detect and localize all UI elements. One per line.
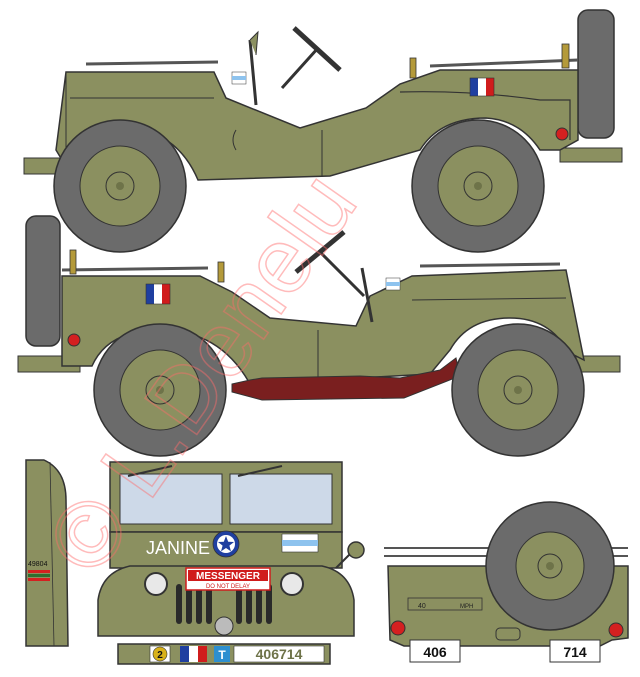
jeep-front-view: JANINE MESSENG — [97, 461, 365, 665]
rear-wheel-middle — [93, 323, 227, 457]
french-flag-bumper — [180, 646, 207, 662]
side-panel-ribbon — [28, 570, 50, 581]
speed-unit: MPH — [460, 604, 473, 610]
front-rail-middle — [419, 262, 561, 268]
rear-plate-left: 406 — [423, 644, 447, 660]
blue-pennant-top — [231, 71, 247, 85]
messenger-sign: MESSENGER DO NOT DELAY — [185, 567, 271, 591]
front-wheel-middle — [451, 323, 585, 457]
rear-wheel-top — [411, 119, 545, 253]
windshield-glass-left — [119, 473, 223, 525]
wiper-right — [237, 465, 283, 477]
speed-value: 40 — [418, 603, 426, 610]
rear-plate-left-bg — [409, 639, 461, 663]
speed-plate — [407, 597, 483, 611]
rear-rail-middle — [61, 266, 209, 272]
taillight-rear-right — [608, 622, 624, 638]
rear-rail-post-1 — [409, 57, 417, 79]
jeep-left-side-view — [23, 9, 623, 253]
windshield-latch-top — [249, 30, 259, 56]
headlight-right — [280, 572, 304, 596]
windshield-frame-middle — [360, 267, 374, 323]
taillight-rear-left — [390, 620, 406, 636]
french-flag-middle — [145, 283, 171, 305]
exhaust-pipe — [231, 357, 461, 401]
front-rail-top — [85, 60, 219, 66]
hood-line-middle — [411, 297, 567, 301]
spare-tire-middle — [25, 215, 61, 347]
grille-center-badge — [214, 616, 234, 636]
spare-tire-top — [577, 9, 615, 139]
front-wheel-top — [53, 119, 187, 253]
blue-pennant-front — [281, 533, 319, 553]
side-panel-seam — [49, 461, 55, 647]
side-panel-view: 49804 — [25, 459, 69, 647]
rail-post-middle-2 — [217, 261, 225, 283]
taillight-middle — [67, 333, 81, 347]
bumper-badge-2-circle — [152, 646, 168, 662]
jeep-right-side-view — [17, 215, 621, 457]
side-panel-body — [25, 459, 69, 647]
rear-rail-post-2 — [561, 43, 570, 69]
tow-hitch — [495, 627, 521, 641]
windshield-glass-right — [229, 473, 333, 525]
spare-tire-rear — [485, 501, 615, 631]
rail-post-middle-1 — [69, 249, 77, 275]
messenger-sign-title: MESSENGER — [196, 571, 261, 582]
headlight-left — [144, 572, 168, 596]
bumper-number-bg — [233, 645, 325, 663]
steering-column-top — [280, 46, 320, 90]
blue-pennant-middle — [385, 277, 401, 291]
allied-star-emblem — [212, 530, 240, 558]
bumper-badge-t-bg — [214, 646, 230, 662]
jeep-rear-view: 40 MPH 406 714 — [384, 501, 629, 663]
rear-plate-right-bg — [549, 639, 601, 663]
rear-bumper-top — [559, 147, 623, 163]
taillight-top — [555, 127, 569, 141]
wiper-left — [127, 465, 173, 477]
french-flag-top — [469, 77, 495, 97]
side-mirror — [347, 541, 365, 559]
steering-column-middle — [318, 250, 366, 298]
bumper-badge-t: T — [218, 648, 226, 662]
grille-slats — [176, 584, 272, 624]
rear-plate-right: 714 — [563, 644, 587, 660]
messenger-sign-subtitle: DO NOT DELAY — [206, 584, 250, 590]
rear-rail-top — [429, 58, 579, 68]
bumper-number: 406714 — [256, 646, 303, 662]
bumper-badge-2: 2 — [157, 650, 163, 661]
windshield-frame-top — [248, 39, 258, 106]
side-panel-number: 49804 — [28, 561, 48, 568]
door-handle-top — [232, 129, 237, 151]
vehicle-name-janine: JANINE — [146, 538, 210, 558]
